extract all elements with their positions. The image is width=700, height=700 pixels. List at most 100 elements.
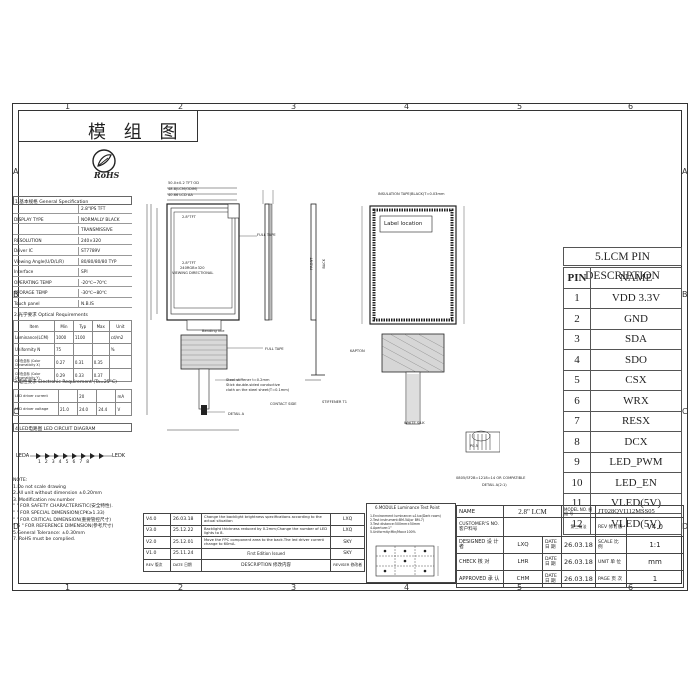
rev-description: First Edition Issued (200, 547, 332, 560)
rev-cell: V4.0 (143, 513, 171, 526)
column-number: 2 (178, 583, 184, 592)
luminance-title: 6.MODULE Luminance Test Point (375, 505, 440, 510)
rev-by: SKY (330, 547, 365, 560)
rev-date: 26.03.18 (170, 513, 202, 526)
general-spec-key: STORAGE TEMP (14, 291, 48, 296)
stiffener-note: Stick double-sided conductive (226, 383, 280, 387)
rev-label: REV 修订版 (594, 517, 627, 537)
general-spec-row: TRANSMISSIVE (13, 226, 132, 235)
page-value: 1 (625, 570, 685, 588)
pin-name: VDD 3.3V (590, 287, 682, 309)
center-text: 240RGB×320 (180, 266, 205, 270)
optical-cell: 0.27 (54, 355, 74, 369)
electric-cell: mA (115, 389, 132, 403)
luminance-box (366, 503, 456, 583)
optical-header: Typ (72, 320, 93, 332)
pin-name: LED_EN (590, 472, 682, 494)
full-tape-label: FULL TAPE (265, 347, 284, 351)
optical-header: Unit (108, 320, 133, 332)
general-spec-key: Driver IC (14, 249, 33, 254)
general-spec-row: STORAGE TEMP-30℃~80℃ (13, 289, 132, 298)
name-label: NAME (456, 505, 504, 518)
pin-number: 4 (563, 349, 591, 371)
rohs-logo-icon (92, 149, 116, 173)
note-line: 1.Do not scale drawing (13, 484, 66, 490)
checked-by: LHR (503, 553, 543, 571)
pin-name: DCX (590, 431, 682, 453)
electric-cell (57, 389, 79, 403)
luminance-item: 4.Aperture:1° (370, 526, 392, 530)
led-diode-chain (30, 453, 112, 459)
label-location: Label location (384, 221, 423, 227)
approved-label: APPROVED 承 认 (456, 570, 504, 588)
general-spec-divider (78, 289, 79, 297)
column-ruler-bottom: 1 2 3 4 5 6 (12, 583, 688, 592)
model-value: JT028QVI112MSS05 (594, 505, 685, 518)
optical-cell (91, 343, 110, 356)
note-line: " G " FOR REFERENCE DIMENSION(参考尺寸) (13, 524, 114, 530)
column-number: 3 (291, 583, 297, 592)
module-front-side-view (146, 187, 325, 431)
general-spec-row: DISPLAY TYPE NORMALLY BLACK (13, 215, 132, 224)
rev-date: 25.12.01 (170, 536, 202, 549)
module-back-view (361, 205, 500, 453)
column-number: 4 (404, 102, 410, 111)
column-number: 4 (404, 583, 410, 592)
pin-name: RESX (590, 410, 682, 432)
page-label: PAGE 页 次 (594, 570, 627, 588)
optical-cell: 1000 (54, 331, 74, 344)
rev-by: LXQ (330, 524, 365, 537)
electric-cell: 20 (77, 389, 98, 403)
leda-label: LEDA (16, 453, 30, 459)
row-letter: C (682, 407, 688, 416)
rev-by: LXQ (330, 513, 365, 526)
general-spec-divider (78, 236, 79, 244)
optical-cell: cd/m2 (108, 331, 133, 344)
note-line: 7. RoHS must be complied. (13, 537, 76, 543)
electric-cell: 24.0 (77, 402, 98, 416)
general-spec-key: DISPLAY TYPE (14, 217, 44, 223)
pin-number: 10 (563, 472, 591, 494)
luminance-item: 1.Environment luminance:≤1lux(Dark room) (370, 514, 441, 518)
stiffener-note: Steel stiffener t=0.2mm (226, 378, 270, 382)
luminance-items: 1.Environment luminance:≤1lux(Dark room)… (370, 514, 441, 534)
front-dim-label: 50.0±0.2 TFT OD (168, 181, 200, 185)
rev-cell: V3.0 (143, 524, 171, 537)
general-spec-divider (78, 268, 79, 276)
rev-description: Backlight thickness reduced by 0.2mm;Cha… (200, 524, 332, 537)
ledk-label: LEDK (112, 453, 126, 459)
general-spec-divider (78, 226, 79, 234)
front-dim-label: 48.8(LCM/ODIM) (168, 187, 198, 191)
date-value: 26.03.18 (561, 536, 596, 554)
detail-scale-label: DETAIL A(2:1) (482, 483, 507, 487)
general-spec-key: Interface (14, 270, 34, 275)
general-spec-key: RESOLUTION (14, 238, 42, 244)
notes: NOTE: 1.Do not scale drawing 2.All unit … (13, 478, 141, 544)
general-spec-value: NORMALLY BLACK (81, 217, 120, 223)
note-line: " " FOR SAFETY CHARACTERISTIC(安全特性). (13, 504, 113, 510)
row-letter: A (13, 167, 19, 176)
electric-cell: V (115, 402, 132, 416)
general-spec-key: Touch panel (14, 301, 40, 307)
customer-value (503, 517, 562, 537)
electric-cell: LED driver current (13, 389, 59, 403)
optical-title: 2.光学要求 Optical Requirements (14, 313, 88, 318)
optical-cell: CIE色坐标 (Color Chromaticity X) (13, 355, 55, 369)
pin-description-title: 5.LCM PIN DESCRIPTION (563, 247, 682, 282)
column-number: 6 (628, 583, 634, 592)
detail-a-label: DETAIL A (228, 412, 245, 416)
rev-value: V4.0 (625, 517, 685, 537)
led-circuit-title: 4.LED电路图 LED CIRCUIT DIAGRAM (13, 423, 132, 432)
general-spec-value: TRANSMISSIVE (81, 228, 113, 233)
column-number: 5 (517, 583, 523, 592)
pin-name: WRX (590, 390, 682, 412)
rev-header: REV 版次 (143, 559, 171, 572)
stiffener-t-label: STIFFENER T1 (322, 400, 348, 404)
row-letter: D (682, 522, 689, 531)
optical-cell: 0.35 (91, 355, 110, 369)
pin-name: LED_PWM (590, 451, 682, 473)
electric-cell: LED driver voltage (13, 402, 59, 416)
center-text: 2.8"TFT (182, 215, 196, 219)
